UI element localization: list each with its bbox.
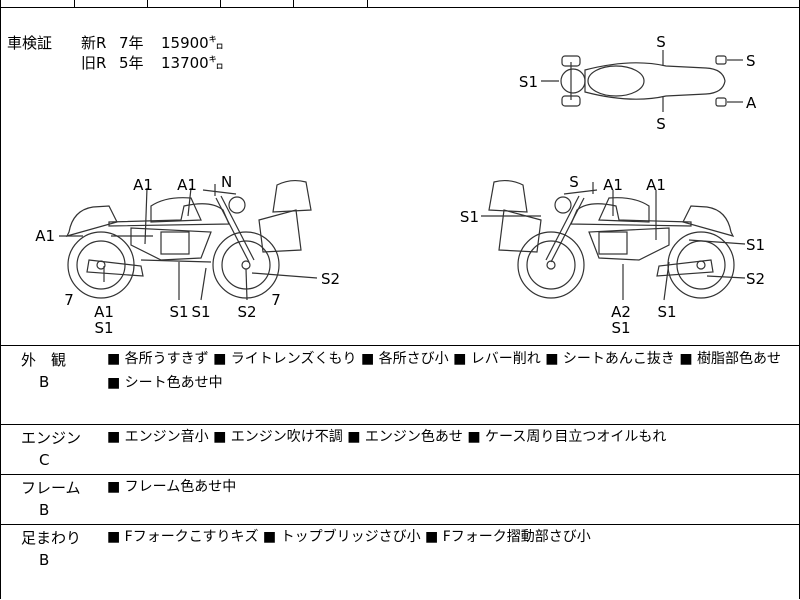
- damage-label: S1: [169, 303, 188, 321]
- inspection-type: 旧R: [81, 54, 107, 72]
- section-divider: [1, 345, 799, 346]
- inspection-type: 新R: [81, 34, 107, 52]
- damage-diagram: S S1 S A S A1 A1 A1 N 7 A1 S1 S1 S1 S2 7…: [35, 33, 765, 337]
- damage-label: A: [746, 94, 757, 112]
- section-name: エンジン: [21, 429, 82, 447]
- damage-label: 7: [64, 291, 74, 309]
- mileage-value: 13700㌔: [161, 54, 224, 72]
- damage-label: S1: [657, 303, 676, 321]
- section-grade: B: [39, 373, 50, 391]
- damage-label: S2: [746, 270, 765, 288]
- section-name: フレーム: [21, 479, 81, 497]
- damage-label: S: [656, 33, 666, 51]
- damage-label: A1: [133, 176, 153, 194]
- damage-label: A1: [177, 176, 197, 194]
- damage-label: 7: [271, 291, 281, 309]
- inspection-label: 車検証: [7, 34, 53, 52]
- right-side-motorcycle: [481, 179, 746, 301]
- damage-label: A1: [603, 176, 623, 194]
- section-details: ■ 各所うすきず ■ ライトレンズくもり ■ 各所さび小 ■ レバー削れ ■ シ…: [107, 351, 782, 391]
- damage-label: S2: [321, 270, 340, 288]
- damage-label: S1: [519, 73, 538, 91]
- section-name: 外 観: [21, 351, 67, 369]
- section-grade: C: [39, 451, 50, 469]
- header-cell-divider: [220, 0, 221, 8]
- damage-label: S: [746, 52, 756, 70]
- section-divider: [1, 524, 799, 525]
- header-cell-divider: [293, 0, 294, 8]
- damage-label: S1: [611, 319, 630, 337]
- damage-label: S1: [94, 319, 113, 337]
- damage-label: N: [221, 173, 232, 191]
- damage-label: S: [569, 173, 579, 191]
- section-name: 足まわり: [21, 529, 82, 547]
- section-divider: [1, 474, 799, 475]
- section-grade: B: [39, 501, 50, 519]
- header-divider: [1, 7, 799, 8]
- section-details: ■ フレーム色あせ中: [107, 479, 237, 495]
- mileage-value: 15900㌔: [161, 34, 224, 52]
- header-cell-divider: [147, 0, 148, 8]
- section-details: ■ Fフォークこすりキズ ■ トップブリッジさび小 ■ Fフォーク摺動部さび小: [107, 529, 591, 545]
- damage-label: S: [656, 115, 666, 133]
- damage-label: A1: [35, 227, 55, 245]
- damage-label: S1: [460, 208, 479, 226]
- section-divider: [1, 424, 799, 425]
- damage-label: S1: [746, 236, 765, 254]
- damage-label: A1: [94, 303, 114, 321]
- header-cell-divider: [367, 0, 368, 8]
- damage-label: S1: [191, 303, 210, 321]
- section-details: ■ エンジン音小 ■ エンジン吹け不調 ■ エンジン色あせ ■ ケース周り目立つ…: [107, 429, 667, 445]
- top-view-motorcycle: [541, 50, 743, 112]
- header-cell-divider: [74, 0, 75, 8]
- left-side-motorcycle: [59, 179, 318, 301]
- damage-label: S2: [237, 303, 256, 321]
- inspection-years: 7年: [119, 34, 144, 52]
- damage-label: A2: [611, 303, 631, 321]
- damage-label: A1: [646, 176, 666, 194]
- section-grade: B: [39, 551, 50, 569]
- inspection-years: 5年: [119, 54, 144, 72]
